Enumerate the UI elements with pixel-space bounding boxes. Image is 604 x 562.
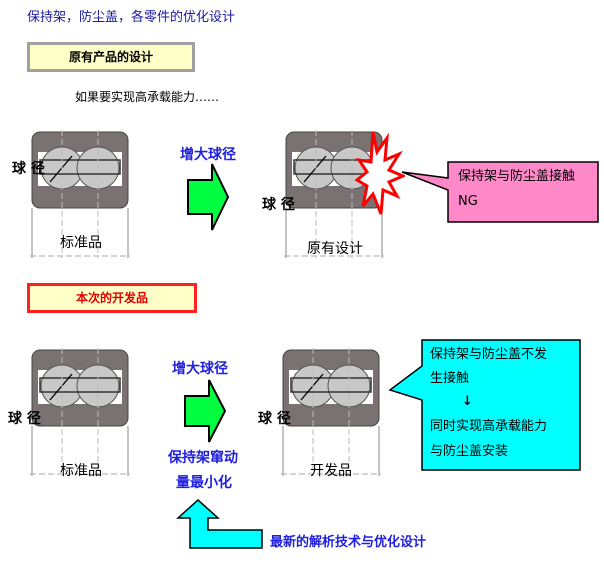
minimize-label-line1: 保持架窜动 <box>168 450 238 466</box>
down-arrow-icon: ↓ <box>462 394 473 409</box>
standard-label: 标准品 <box>60 235 102 251</box>
ok-callout-pointer <box>388 339 581 471</box>
ball-diameter-label: 球 径 <box>12 161 45 177</box>
ok-callout-line3: 同时实现高承载能力 <box>430 419 548 434</box>
collision-burst-icon <box>355 131 405 215</box>
page-title: 保持架，防尘盖，各零件的优化设计 <box>27 10 236 25</box>
ng-callout-line1: 保持架与防尘盖接触 <box>458 169 576 184</box>
increase-ball-label: 增大球径 <box>180 147 236 163</box>
developed-bearing-diagram <box>276 348 386 478</box>
increase-ball-label: 增大球径 <box>172 361 228 377</box>
original-design-label: 原有设计 <box>307 241 363 257</box>
ball-diameter-label: 球 径 <box>8 411 41 427</box>
ng-callout-pointer <box>401 161 599 223</box>
note-text: 如果要实现高承载能力…… <box>75 90 220 104</box>
ok-callout-line1: 保持架与防尘盖不发 <box>430 347 548 362</box>
cyan-up-arrow-icon <box>176 498 263 549</box>
section-new-label: 本次的开发品 <box>27 283 197 313</box>
green-right-arrow-icon <box>187 163 230 231</box>
ng-callout-line2: NG <box>458 194 478 209</box>
section-original-label: 原有产品的设计 <box>27 42 195 72</box>
ok-callout-line2: 生接触 <box>430 371 470 386</box>
standard-label: 标准品 <box>60 463 102 479</box>
standard-bearing-diagram <box>30 348 130 478</box>
bottom-text: 最新的解析技术与优化设计 <box>270 535 427 550</box>
developed-label: 开发品 <box>310 463 352 479</box>
ok-callout-line4: 与防尘盖安装 <box>430 444 509 459</box>
ball-diameter-label: 球 径 <box>258 411 291 427</box>
ball-diameter-label: 球 径 <box>262 197 295 213</box>
minimize-label-line2: 量最小化 <box>176 475 232 491</box>
green-right-arrow-icon <box>184 379 227 443</box>
